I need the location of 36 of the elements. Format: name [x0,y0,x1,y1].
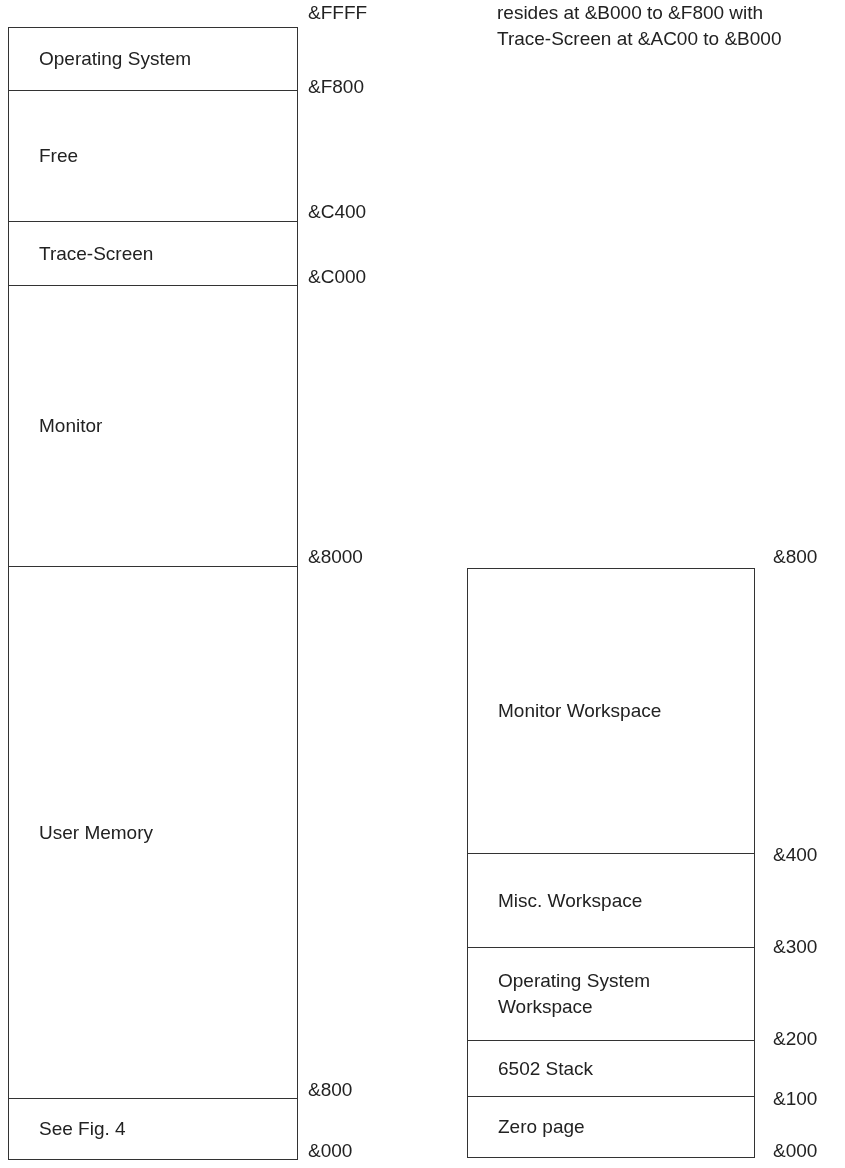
segment-label: 6502 Stack [497,1056,594,1081]
address-label: &800 [773,545,818,569]
segment-label: Operating System [38,47,192,72]
address-label: &200 [773,1027,818,1051]
address-label: &8000 [308,545,363,569]
memory-segment [467,1040,755,1097]
address-label: &300 [773,935,818,959]
address-label: &000 [308,1139,353,1163]
address-label: &C400 [308,200,367,224]
memory-segment [8,285,298,567]
address-label: &800 [308,1078,353,1102]
memory-segment [8,566,298,1099]
memory-segment [8,1098,298,1160]
segment-label: Zero page [497,1115,585,1140]
address-label: &400 [773,843,818,867]
memory-segment [467,947,755,1041]
segment-label: Monitor [38,414,103,439]
segment-label: Trace-Screen [38,241,154,266]
address-label: &000 [773,1139,818,1163]
segment-label: Free [38,144,79,169]
memory-segment [8,90,298,222]
address-label: &FFFF [308,1,368,25]
memory-segment [8,27,298,91]
memory-segment [467,1096,755,1158]
segment-label: Monitor Workspace [497,699,662,724]
address-label: &C000 [308,265,367,289]
address-label: &100 [773,1087,818,1111]
segment-label: User Memory [38,820,153,845]
address-label: &F800 [308,75,364,99]
segment-label: Misc. Workspace [497,888,643,913]
memory-segment [467,568,755,854]
memory-segment [467,853,755,948]
memory-segment [8,221,298,286]
segment-label: Operating System Workspace [497,969,652,1019]
note-text: resides at &B000 to &F800 with Trace-Screen at &AC00 to &B000 [497,1,783,51]
segment-label: See Fig. 4 [38,1117,126,1142]
